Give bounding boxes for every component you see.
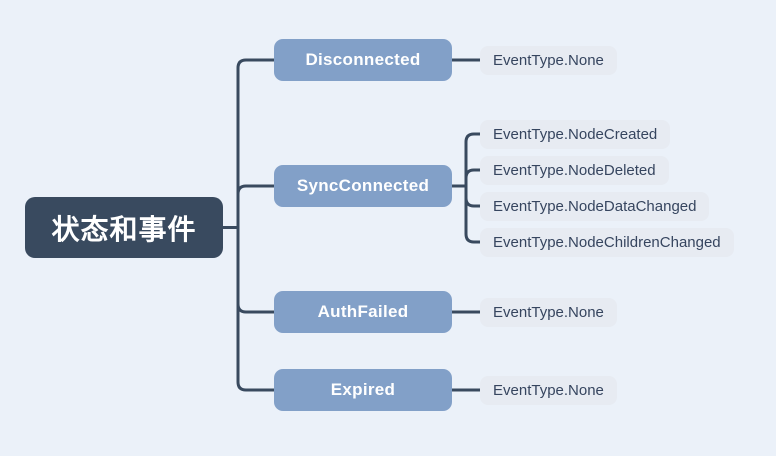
root-node-label: 状态和事件 <box>51 213 197 245</box>
connector-root-authfailed <box>236 226 276 314</box>
branch-node-syncconnected: SyncConnected <box>274 165 452 207</box>
branch-node-label: AuthFailed <box>317 302 409 321</box>
connector-sync-nodedeleted <box>464 168 482 188</box>
branch-node-expired: Expired <box>274 369 452 411</box>
connector-sync-nodedatachanged <box>464 184 482 208</box>
connector-root-disconnected <box>236 58 276 229</box>
leaf-event-disconnected-none: EventType.None <box>480 45 617 75</box>
branch-node-authfailed: AuthFailed <box>274 291 452 333</box>
connector-root-syncconnected <box>236 184 276 229</box>
connector-sync-nodechildrenchanged <box>464 184 482 244</box>
branch-node-label: Expired <box>330 380 396 399</box>
leaf-event-nodedeleted: EventType.NodeDeleted <box>480 155 669 185</box>
leaf-event-authfailed-none: EventType.None <box>480 297 617 327</box>
connector-root-expired <box>236 226 276 392</box>
leaf-event-expired-none: EventType.None <box>480 375 617 405</box>
leaf-event-nodedatachanged: EventType.NodeDataChanged <box>480 191 710 221</box>
branch-node-label: SyncConnected <box>296 176 430 195</box>
connector-sync-nodecreated <box>464 132 482 188</box>
leaf-event-nodechildrenchanged: EventType.NodeChildrenChanged <box>480 227 734 257</box>
root-node: 状态和事件 <box>25 197 223 258</box>
branch-node-label: Disconnected <box>305 50 421 69</box>
leaf-event-nodecreated: EventType.NodeCreated <box>480 119 671 149</box>
branch-node-disconnected: Disconnected <box>274 39 452 81</box>
